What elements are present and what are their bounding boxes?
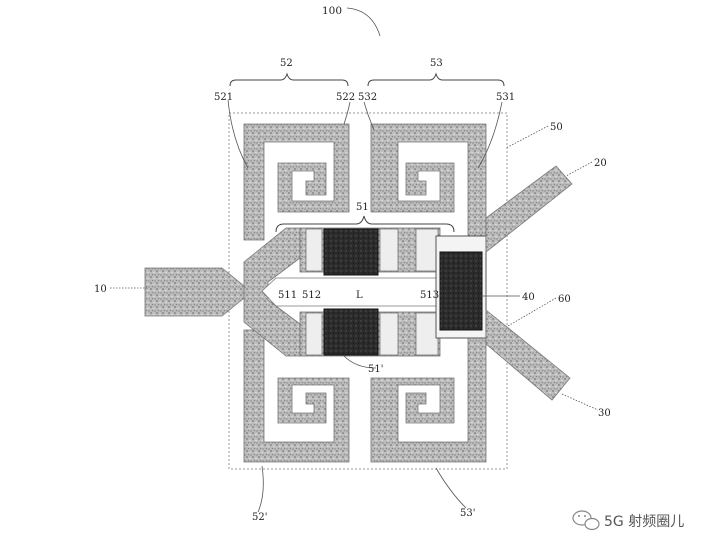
leader-522 [343,101,351,125]
segment-mid-lower [379,312,399,356]
port-20-output-arm [485,165,573,253]
label-51p: 51' [368,364,383,375]
brace-51 [275,215,455,233]
label-53p: 53' [460,508,475,519]
label-52: 52 [280,58,293,69]
wechat-icon [572,510,600,531]
label-50: 50 [550,122,563,133]
resonator-53-top-right [370,123,487,239]
label-522: 522 [336,92,355,103]
leader-50 [505,125,549,149]
dark-block-lower [323,308,379,356]
leader-100 [346,7,381,37]
label-512: 512 [302,290,321,301]
segment-end-upper [415,228,439,272]
segment-end-lower [415,312,439,356]
label-53: 53 [430,58,443,69]
label-51: 51 [356,202,369,213]
segment-mid-upper [379,228,399,272]
resonator-52-top-left [243,123,350,241]
label-100: 100 [322,5,342,17]
label-532: 532 [358,92,377,103]
brace-52 [229,72,349,87]
watermark: 5G 射频圈儿 [572,510,684,531]
segment-512-lower [305,312,323,356]
coupler-funnel [243,227,301,357]
label-20: 20 [594,158,607,169]
label-L: L [356,290,363,301]
port-10-input [144,267,245,317]
dark-block-upper [323,228,379,276]
leader-20 [565,161,593,177]
port-30-output-arm [485,309,571,401]
label-531: 531 [496,92,515,103]
label-521: 521 [214,92,233,103]
label-511: 511 [278,290,297,301]
leader-521 [227,99,249,169]
resonator-52p-bottom-left [243,329,350,463]
leader-53p [435,467,467,509]
label-30: 30 [598,408,611,419]
label-52p: 52' [252,512,267,523]
leader-30 [561,393,599,411]
label-60: 60 [558,294,571,305]
watermark-text: 5G 射频圈儿 [604,514,684,530]
leader-60 [507,297,557,327]
leader-52p [257,465,264,513]
label-40: 40 [522,292,535,303]
element-40 [439,251,483,331]
leader-532 [363,101,375,131]
label-513: 513 [420,290,439,301]
leader-531 [477,101,503,169]
segment-512-upper [305,228,323,272]
leader-51p [343,355,377,369]
label-10: 10 [94,284,107,295]
brace-53 [367,72,505,87]
